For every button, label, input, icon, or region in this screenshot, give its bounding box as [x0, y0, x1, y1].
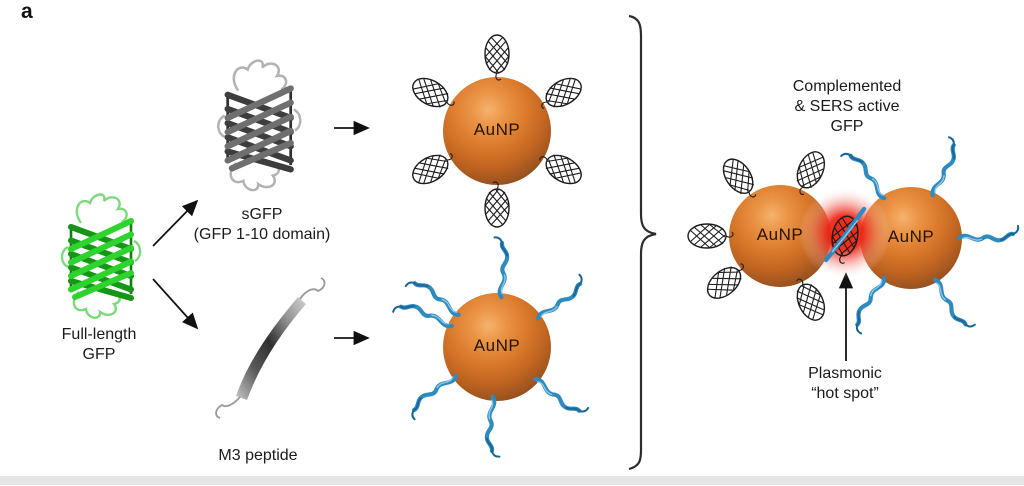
curly-brace [628, 14, 657, 471]
m3-strand-icon [531, 275, 588, 321]
sgfp-mini-barrel-icon [484, 181, 510, 228]
sgfp-mini-barrel-icon [484, 34, 510, 81]
aunp-label-bottom-conjugate: AuNP [473, 336, 521, 355]
aunp-label-top-conjugate: AuNP [473, 120, 521, 139]
m3-peptide-label: M3 peptide (11th β-strand) [208, 426, 307, 486]
full-length-gfp-ribbon [60, 193, 142, 319]
complemented-gfp-label: Complemented & SERS active GFP [792, 78, 902, 135]
sgfp-aunp-conjugate [407, 34, 587, 228]
aunp-sphere [443, 77, 551, 185]
complemented-gfp-strand-highlight [831, 219, 859, 253]
m3-strand-icon [489, 237, 508, 297]
m3-strand-icon [922, 137, 962, 196]
aunp-sphere [443, 293, 551, 401]
m3-peptide-ribbon [215, 277, 326, 419]
m3-strand-icon [959, 226, 1018, 240]
m3-strand-icon [534, 370, 588, 419]
sgfp-ribbon [216, 59, 302, 192]
sgfp-mini-barrel-icon [687, 223, 734, 249]
page-edge-strip [0, 476, 1024, 485]
arrow-to-m3 [152, 278, 199, 330]
panel-label: a [21, 0, 33, 23]
m3-strand-icon [393, 299, 453, 337]
m3-strand-icon [933, 274, 975, 332]
aunp-label-dimer-left: AuNP [756, 225, 804, 244]
full-length-gfp-label: Full-length GFP [61, 326, 137, 363]
m3-strand-icon [406, 374, 463, 420]
m3-aunp-conjugate [393, 237, 588, 457]
sgfp-label: sGFP (GFP 1-10 domain) [193, 206, 331, 243]
plasmonic-hotspot-label: Plasmonic “hot spot” [808, 365, 882, 402]
arrow-to-sgfp [152, 199, 199, 247]
aunp-dimer [687, 137, 1018, 334]
m3-label-line1: M3 peptide [218, 447, 298, 464]
m3-strand-icon [485, 397, 504, 457]
m3-strand-icon [849, 277, 894, 334]
aunp-label-dimer-right: AuNP [887, 227, 935, 246]
